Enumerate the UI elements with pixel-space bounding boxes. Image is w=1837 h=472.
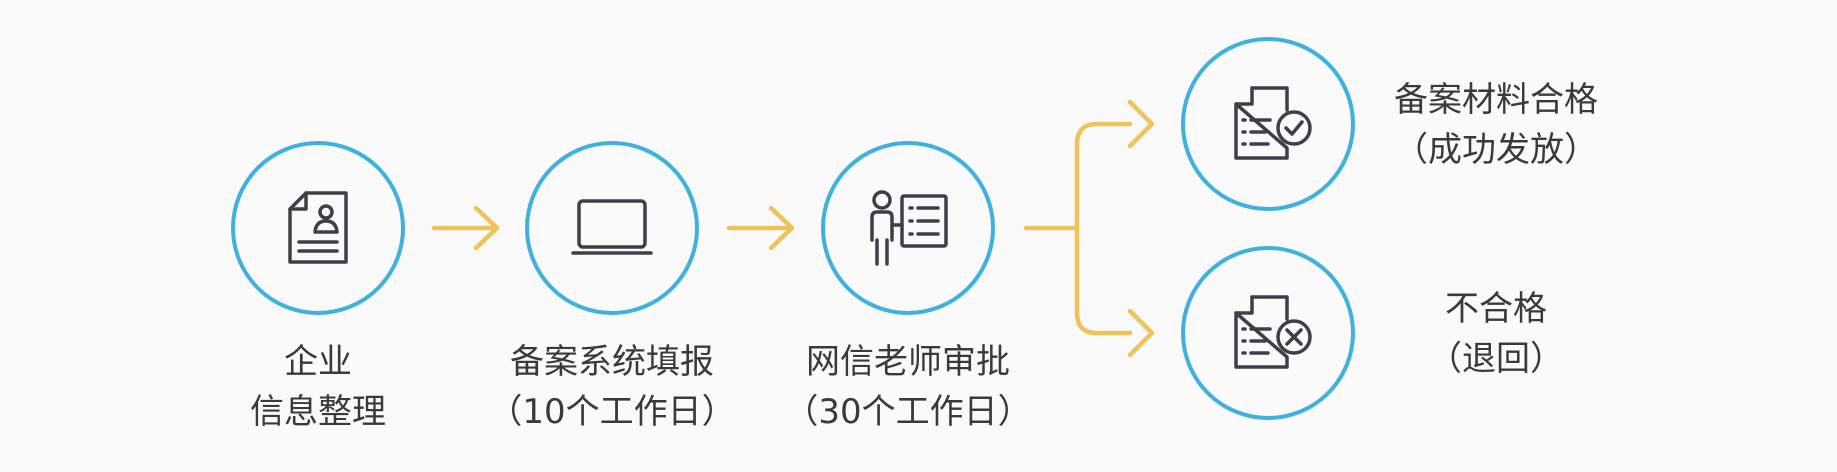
step-node-system-filing (525, 141, 699, 315)
profile-document-icon (288, 191, 348, 264)
outcome-label-line-2: （成功发放） (1394, 130, 1598, 170)
outcome-label-pass: 备案材料合格 （成功发放） (1394, 75, 1598, 175)
outcome-circle (1181, 37, 1355, 211)
step-label-line-1: 网信老师审批 (805, 342, 1010, 382)
step-label-line-1: 企业 (284, 342, 352, 382)
branch-connector (1023, 99, 1155, 358)
flow-arrow (431, 205, 500, 251)
step-label-enterprise-info: 企业 信息整理 (250, 337, 386, 437)
branch-arrowhead-top (1127, 99, 1155, 149)
branch-arrowhead-bottom (1127, 308, 1155, 358)
step-node-enterprise-info (231, 141, 405, 315)
document-check-icon (1234, 86, 1312, 160)
outcome-label-line-2: （退回） (1428, 339, 1564, 379)
outcome-node-pass (1181, 37, 1355, 211)
step-node-teacher-approval (821, 141, 995, 315)
step-circle (821, 141, 995, 315)
step-label-line-2: 信息整理 (250, 392, 386, 432)
step-circle (231, 141, 405, 315)
step-label-system-filing: 备案系统填报 （10个工作日） (488, 337, 735, 437)
outcome-label-line-1: 备案材料合格 (1394, 80, 1598, 120)
step-label-line-1: 备案系统填报 (509, 342, 714, 382)
step-label-line-2: （10个工作日） (488, 392, 736, 432)
presenter-board-icon (870, 190, 948, 266)
outcome-label-fail: 不合格 （退回） (1428, 284, 1564, 384)
document-cross-icon (1234, 295, 1312, 369)
outcome-node-fail (1181, 246, 1355, 420)
flow-arrow (726, 205, 795, 251)
step-circle (525, 141, 699, 315)
step-label-teacher-approval: 网信老师审批 （30个工作日） (784, 337, 1031, 437)
outcome-circle (1181, 246, 1355, 420)
step-label-line-2: （30个工作日） (784, 392, 1032, 432)
outcome-label-line-1: 不合格 (1445, 289, 1547, 329)
laptop-icon (571, 199, 653, 255)
